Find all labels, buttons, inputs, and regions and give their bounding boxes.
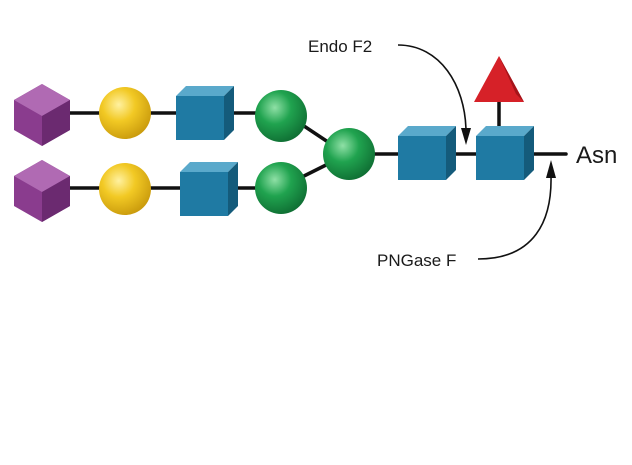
- glcnac-core-2: [476, 126, 534, 180]
- fucose: [474, 56, 524, 102]
- pngase-f-arrowhead: [546, 160, 556, 178]
- blue-square-icon: [398, 136, 446, 180]
- green-circle-icon: [323, 128, 375, 180]
- bond: [302, 124, 330, 144]
- bond: [302, 162, 330, 178]
- glcnac-bottom-branch: [180, 162, 238, 216]
- green-circle-icon: [255, 162, 307, 214]
- endo-f2-label: Endo F2: [308, 37, 372, 56]
- red-triangle-icon: [474, 56, 524, 102]
- sialic-acid-top: [14, 84, 70, 146]
- blue-square-icon: [176, 96, 224, 140]
- pngase-f-arrow: [477, 175, 552, 260]
- glcnac-top-branch: [176, 86, 234, 140]
- pngase-f-label: PNGase F: [377, 251, 456, 270]
- blue-square-icon: [476, 136, 524, 180]
- endo-f2-arrow: [397, 44, 467, 131]
- asn-label: Asn: [576, 142, 617, 169]
- glcnac-core-1: [398, 126, 456, 180]
- sialic-acid-bottom: [14, 160, 70, 222]
- endo-f2-arrowhead: [461, 128, 471, 145]
- blue-square-icon: [180, 172, 228, 216]
- green-circle-icon: [255, 90, 307, 142]
- glycosidic-bonds: [68, 98, 568, 190]
- yellow-circle-icon: [99, 87, 151, 139]
- yellow-circle-icon: [99, 163, 151, 215]
